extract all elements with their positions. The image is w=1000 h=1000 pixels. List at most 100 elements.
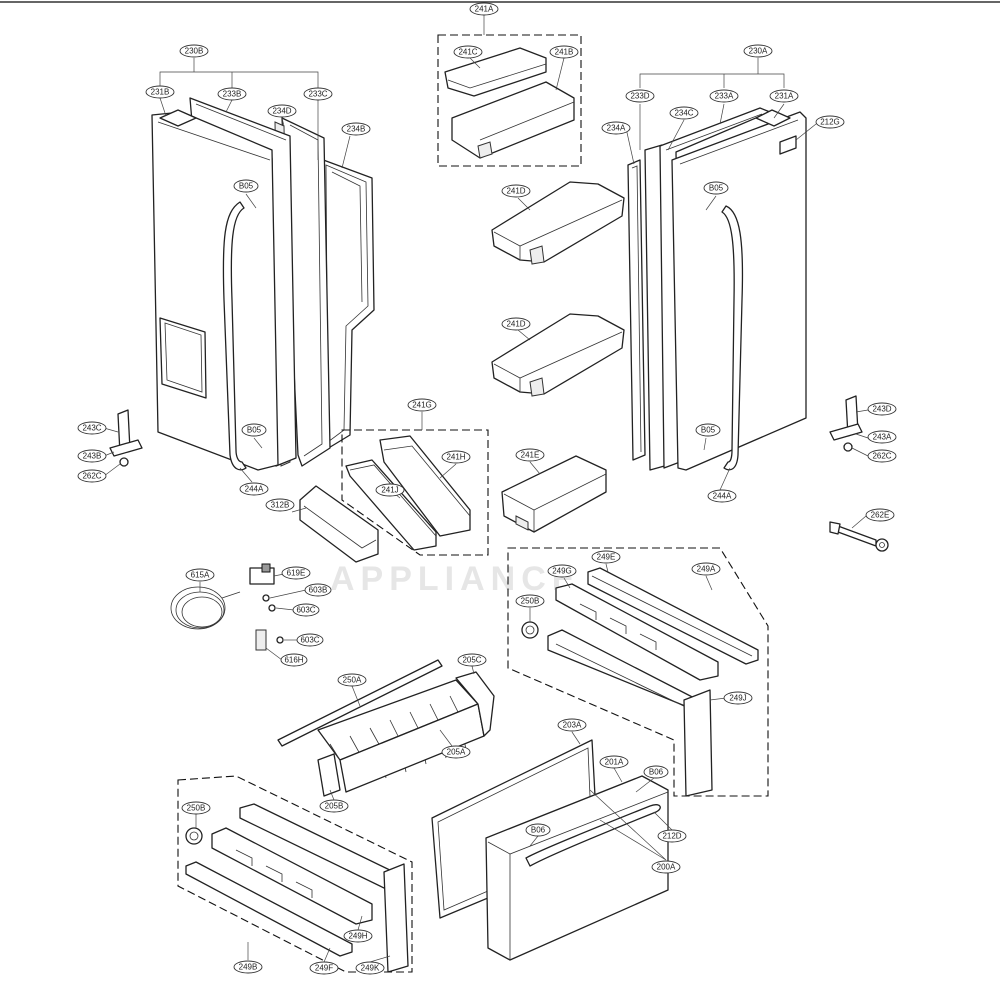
svg-text:B05: B05	[701, 426, 716, 435]
leader-241e	[529, 461, 541, 475]
gear-250b-upper-hub	[526, 626, 534, 634]
bin-241d-lower-body	[492, 314, 624, 394]
leader-250a	[351, 685, 361, 707]
bracket-249g	[556, 584, 718, 680]
callout-241d-lower: 241D	[501, 317, 531, 331]
leader-249a	[705, 575, 713, 591]
bin-241e	[502, 456, 606, 532]
leader-249f	[323, 947, 331, 963]
callout-234a: 234A	[601, 121, 631, 135]
left-liner-edge	[290, 125, 322, 456]
svg-text:249B: 249B	[239, 963, 258, 972]
wrench-handle	[838, 526, 876, 546]
rail-249f	[186, 862, 352, 956]
svg-text:203A: 203A	[563, 721, 582, 730]
bin-241b-clip	[478, 142, 492, 158]
water-tubing-assembly	[171, 587, 240, 629]
callout-312b: 312B	[265, 498, 295, 512]
svg-text:250B: 250B	[187, 804, 206, 813]
callout-b05-4: B05	[695, 423, 721, 437]
svg-text:231B: 231B	[151, 88, 170, 97]
leader-603c-1	[275, 607, 295, 611]
svg-text:249F: 249F	[315, 964, 333, 973]
left-gasket-ridge	[332, 172, 362, 302]
left-door-dispenser-window-inner	[165, 323, 202, 392]
rail-249e	[588, 568, 758, 664]
svg-text:615A: 615A	[191, 571, 210, 580]
svg-text:241C: 241C	[458, 48, 477, 57]
callout-262c-1: 262C	[77, 469, 107, 483]
leader-212g	[795, 123, 817, 141]
svg-text:249J: 249J	[729, 694, 746, 703]
callout-234d: 234D	[267, 104, 297, 118]
drawer-group-249b-box	[177, 775, 413, 973]
callout-205a: 205A	[441, 745, 471, 759]
bracket-205b	[318, 754, 340, 796]
left-door-dispenser-window	[160, 318, 206, 398]
leader-234d	[281, 117, 285, 127]
leader-262c-2	[851, 447, 869, 457]
slide-249j-edge	[556, 644, 696, 712]
leader-231a	[773, 103, 785, 119]
bin-241d-upper-body	[492, 182, 624, 262]
leader-262e	[851, 515, 867, 529]
leader-243d	[855, 409, 869, 413]
svg-text:603C: 603C	[300, 636, 319, 645]
svg-text:243D: 243D	[872, 405, 891, 414]
callout-233b: 233B	[217, 87, 247, 101]
svg-text:619E: 619E	[287, 569, 306, 578]
leader-201a	[613, 767, 623, 783]
right-door-label-plate	[780, 136, 796, 154]
tube-coil-3	[171, 587, 225, 629]
leader-241d-lower	[517, 329, 531, 341]
wrench-jaw	[830, 522, 840, 534]
leader-241b	[555, 57, 565, 91]
svg-text:603B: 603B	[309, 586, 328, 595]
callout-249e: 249E	[591, 550, 621, 564]
wrench-ring-hole	[880, 543, 885, 548]
leader-233b	[225, 99, 233, 113]
bracket-249h	[212, 828, 372, 924]
callout-231a: 231A	[769, 89, 799, 103]
bin-241e-clip	[516, 516, 528, 530]
bin-cover-241c	[445, 48, 546, 96]
leader-205a	[439, 729, 453, 747]
leader-616h	[265, 647, 283, 661]
right-door-handle	[722, 206, 742, 470]
svg-text:234B: 234B	[347, 125, 366, 134]
callout-212d: 212D	[657, 829, 687, 843]
callout-241a: 241A	[469, 2, 499, 16]
svg-text:205C: 205C	[462, 656, 481, 665]
svg-text:B06: B06	[649, 768, 664, 777]
watermark-text: APPLIANCE	[330, 560, 580, 598]
bin-241d-lower	[492, 314, 624, 396]
callout-201a: 201A	[599, 755, 629, 769]
callout-labels: 241A 241C 241B 241D 241D 241G 241H 241J …	[77, 2, 897, 975]
leader-249k	[369, 955, 391, 963]
svg-text:243B: 243B	[83, 452, 102, 461]
bin-241h	[380, 436, 470, 536]
svg-text:243A: 243A	[873, 433, 892, 442]
right-door-gasket	[628, 160, 645, 460]
bin-241a-assembly	[445, 48, 574, 158]
svg-text:241D: 241D	[506, 187, 525, 196]
fitting-616h	[256, 630, 266, 650]
svg-text:250A: 250A	[343, 676, 362, 685]
svg-text:241B: 241B	[555, 48, 574, 57]
svg-text:241A: 241A	[475, 5, 494, 14]
callout-231b: 231B	[145, 85, 175, 99]
leader-262c-1	[103, 463, 121, 477]
svg-text:B06: B06	[531, 826, 546, 835]
callout-250b-1: 250B	[515, 594, 545, 608]
bin-cover-ridge	[448, 64, 546, 88]
callout-249g: 249G	[547, 564, 577, 578]
bracket-249h-tabs	[236, 850, 312, 898]
bracket-205c	[456, 672, 494, 736]
drawer-group-249a-box	[507, 547, 769, 797]
bracket-249g-tabs	[580, 604, 656, 650]
leader-231b	[159, 97, 167, 117]
svg-text:241G: 241G	[412, 401, 432, 410]
valve-619e	[250, 564, 283, 650]
left-frame-top-edge	[196, 104, 286, 140]
leader-249e	[605, 563, 609, 573]
